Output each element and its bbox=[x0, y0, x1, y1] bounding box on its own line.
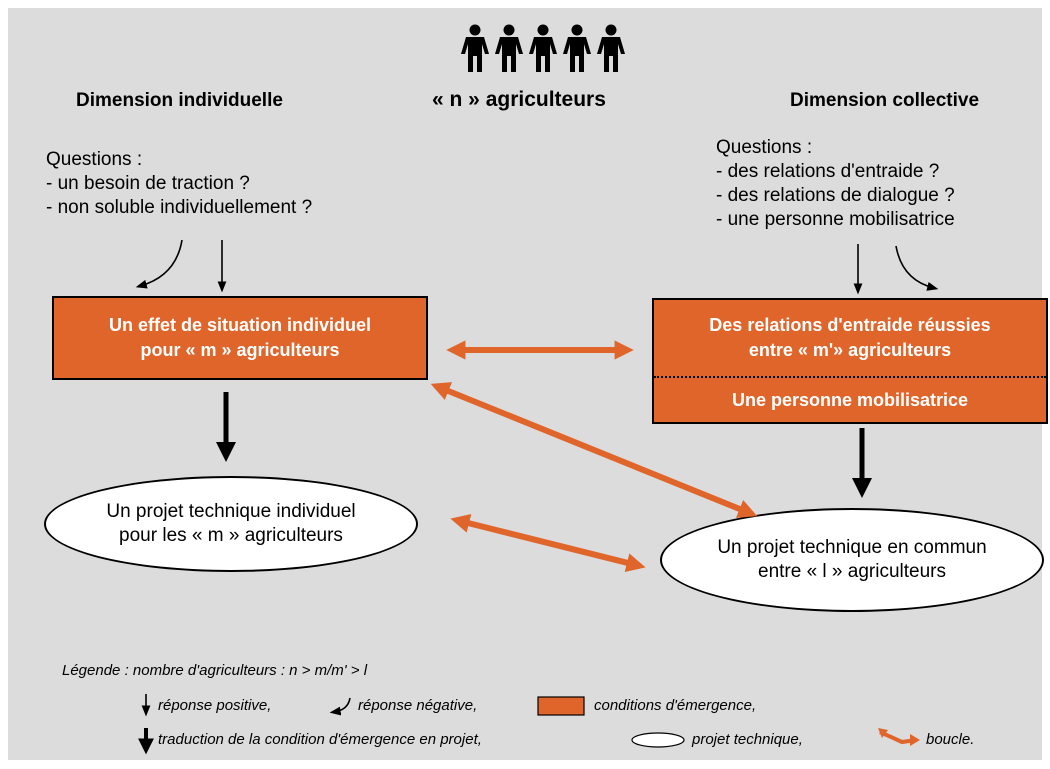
project-text: Un projet technique individuel bbox=[106, 501, 356, 522]
legend-loop-head bbox=[878, 728, 888, 738]
legend-loop: boucle. bbox=[926, 731, 975, 748]
question-line: - une personne mobilisatrice bbox=[716, 209, 955, 230]
legend-project-swatch bbox=[631, 732, 685, 748]
right-questions: Questions : - des relations d'entraide ?… bbox=[716, 136, 955, 232]
project-collective: Un projet technique en commun entre « l … bbox=[660, 508, 1044, 612]
group-label: « n » agriculteurs bbox=[432, 88, 606, 111]
legend-condition-swatch bbox=[537, 696, 585, 716]
condition-text: pour « m » agriculteurs bbox=[140, 340, 340, 360]
question-line: Questions : bbox=[46, 149, 143, 170]
legend-conditions: conditions d'émergence, bbox=[594, 697, 757, 714]
box-divider bbox=[654, 376, 1046, 378]
negative-answer-arrow bbox=[895, 245, 939, 291]
question-line: - un besoin de traction ? bbox=[46, 173, 250, 194]
loop-arrow-projects bbox=[450, 513, 646, 573]
question-line: - non soluble individuellement ? bbox=[46, 197, 313, 218]
legend-negative: réponse négative, bbox=[358, 697, 478, 714]
legend-positive: réponse positive, bbox=[158, 697, 272, 714]
question-line: - des relations d'entraide ? bbox=[716, 161, 940, 182]
left-questions: Questions : - un besoin de traction ? - … bbox=[46, 148, 312, 220]
legend-title: Légende : nombre d'agriculteurs : n > m/… bbox=[62, 662, 368, 679]
project-individual: Un projet technique individuel pour les … bbox=[44, 476, 418, 572]
condition-text: entre « m'» agriculteurs bbox=[748, 340, 952, 360]
heading-individual: Dimension individuelle bbox=[76, 90, 283, 111]
loop-arrow-diagonal bbox=[430, 382, 758, 518]
project-text: pour les « m » agriculteurs bbox=[119, 525, 343, 546]
project-text: Un projet technique en commun bbox=[717, 537, 987, 558]
question-line: Questions : bbox=[716, 137, 813, 158]
condition-box-individual: Un effet de situation individuel pour « … bbox=[52, 296, 428, 380]
legend-project: projet technique, bbox=[692, 731, 803, 748]
project-text: entre « l » agriculteurs bbox=[758, 561, 946, 582]
negative-answer-arrow bbox=[135, 239, 183, 289]
legend-negative-icon bbox=[329, 697, 351, 716]
condition-text: Des relations d'entraide réussies bbox=[709, 315, 991, 335]
question-line: - des relations de dialogue ? bbox=[716, 185, 955, 206]
legend-loop-head bbox=[910, 734, 920, 746]
legend-translation: traduction de la condition d'émergence e… bbox=[158, 731, 482, 748]
condition-box-collective-top: Des relations d'entraide réussies entre … bbox=[654, 300, 1046, 376]
condition-text: Un effet de situation individuel bbox=[108, 315, 371, 335]
heading-collective: Dimension collective bbox=[790, 90, 980, 111]
